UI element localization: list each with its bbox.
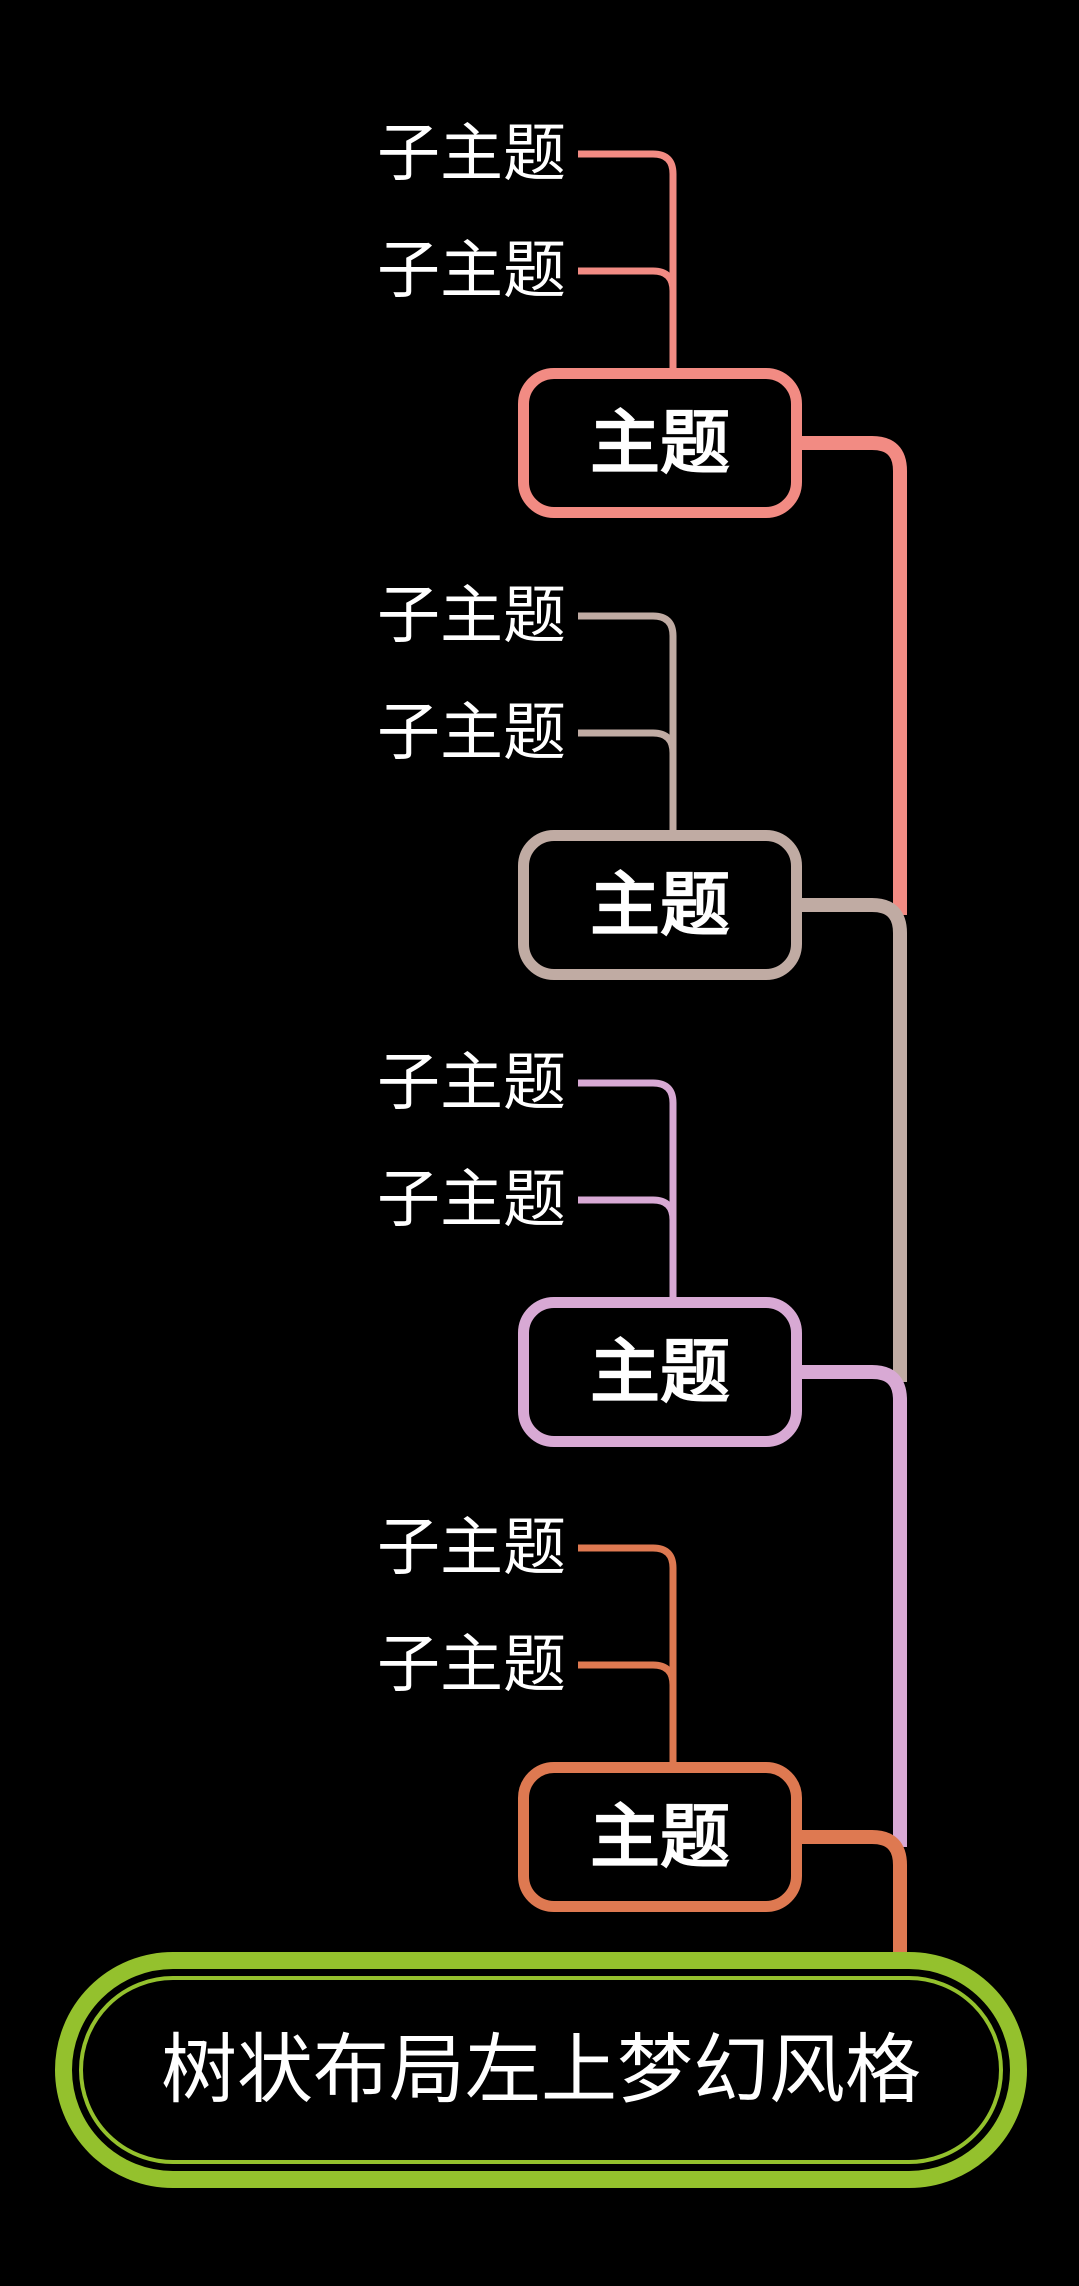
topic-node-label: 主题 [590, 401, 730, 484]
branch-4-child-1-connector [578, 1544, 677, 1766]
branch-3-child-1-connector [578, 1079, 677, 1301]
branch-2-child-1-connector [578, 612, 677, 834]
branch-2-child-2-connector [578, 729, 677, 834]
subtopic-label[interactable]: 子主题 [377, 1511, 566, 1584]
subtopic-label[interactable]: 子主题 [377, 234, 566, 307]
topic-node-label: 主题 [590, 1330, 730, 1413]
subtopic-label[interactable]: 子主题 [377, 1628, 566, 1701]
branch-4-child-2-connector [578, 1661, 677, 1766]
topic-node-label: 主题 [590, 1795, 730, 1878]
subtopic-label[interactable]: 子主题 [377, 117, 566, 190]
branch-3-child-2-connector [578, 1196, 677, 1301]
topic-node-1[interactable]: 主题 [518, 368, 802, 518]
branch-3-trunk-connector [802, 1365, 907, 1847]
topic-node-3[interactable]: 主题 [518, 1297, 802, 1447]
subtopic-label[interactable]: 子主题 [377, 579, 566, 652]
topic-node-4[interactable]: 主题 [518, 1762, 802, 1912]
branch-1-trunk-connector [802, 436, 907, 915]
subtopic-label[interactable]: 子主题 [377, 696, 566, 769]
subtopic-label[interactable]: 子主题 [377, 1046, 566, 1119]
root-node[interactable]: 树状布局左上梦幻风格 [55, 1952, 1027, 2188]
branch-4-trunk-connector [802, 1830, 907, 1965]
topic-node-2[interactable]: 主题 [518, 830, 802, 980]
subtopic-label[interactable]: 子主题 [377, 1163, 566, 1236]
branch-2-trunk-connector [802, 898, 907, 1382]
branch-1-child-1-connector [578, 150, 677, 372]
topic-node-label: 主题 [590, 863, 730, 946]
root-node-label: 树状布局左上梦幻风格 [161, 2025, 921, 2114]
branch-1-child-2-connector [578, 267, 677, 372]
